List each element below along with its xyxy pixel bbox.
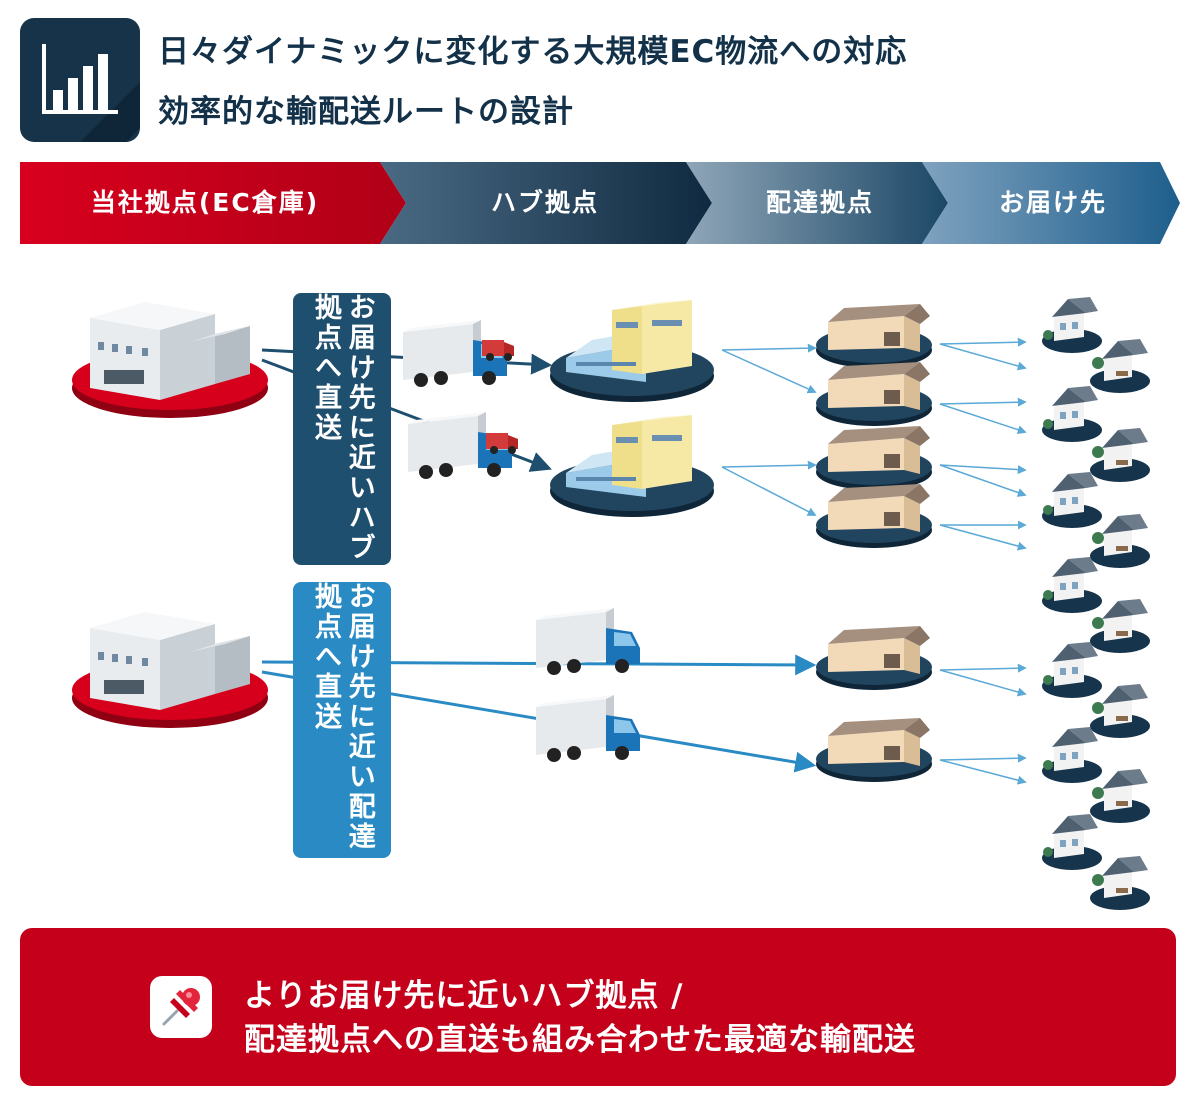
flow-step-destination bbox=[922, 162, 1180, 244]
pushpin-icon bbox=[150, 976, 212, 1038]
depot-icon bbox=[816, 362, 932, 426]
flow-step-label-hub: ハブ拠点 bbox=[490, 188, 599, 217]
depot-icon bbox=[816, 484, 932, 548]
truck-icon bbox=[536, 695, 640, 762]
flow-step-hub bbox=[380, 162, 712, 244]
route-label-hub: お届け先に近いハブ拠点へ直送 bbox=[293, 293, 391, 565]
hub-to-depot-arrows bbox=[721, 343, 817, 516]
house-icon bbox=[1042, 386, 1150, 482]
warehouse-icon bbox=[72, 612, 268, 728]
hub-building-icon bbox=[550, 415, 714, 517]
conclusion-banner bbox=[20, 928, 1176, 1086]
depot-icon bbox=[816, 626, 932, 690]
depot-to-destination-arrows bbox=[939, 337, 1027, 785]
depot-icon bbox=[816, 304, 932, 368]
flow-step-label-depot: 配達拠点 bbox=[765, 188, 874, 217]
page-subtitle: 効率的な輸配送ルートの設計 bbox=[158, 94, 574, 130]
house-icon bbox=[1042, 297, 1150, 393]
route-label-depot: お届け先に近い配達拠点へ直送 bbox=[293, 582, 391, 858]
house-icon bbox=[1042, 472, 1150, 568]
page-title: 日々ダイナミックに変化する大規模EC物流への対応 bbox=[158, 34, 908, 70]
house-icon bbox=[1042, 727, 1150, 823]
conclusion-line-1: よりお届け先に近いハブ拠点 / bbox=[244, 978, 684, 1014]
conclusion-line-2: 配達拠点への直送も組み合わせた最適な輸配送 bbox=[244, 1022, 916, 1058]
house-icon bbox=[1042, 557, 1150, 653]
hub-building-icon bbox=[550, 300, 714, 402]
house-icon bbox=[1042, 814, 1150, 910]
flow-bar bbox=[20, 162, 1180, 244]
flow-step-label-warehouse: 当社拠点(EC倉庫) bbox=[90, 188, 320, 217]
depot-icon bbox=[816, 426, 932, 490]
warehouse-icon bbox=[72, 302, 268, 418]
flow-step-label-destination: お届け先 bbox=[998, 188, 1107, 217]
flow-step-depot bbox=[686, 162, 948, 244]
depot-icon bbox=[816, 718, 932, 782]
house-icon bbox=[1042, 642, 1150, 738]
bar-chart-icon bbox=[20, 18, 140, 142]
flow-step-warehouse bbox=[20, 162, 406, 244]
